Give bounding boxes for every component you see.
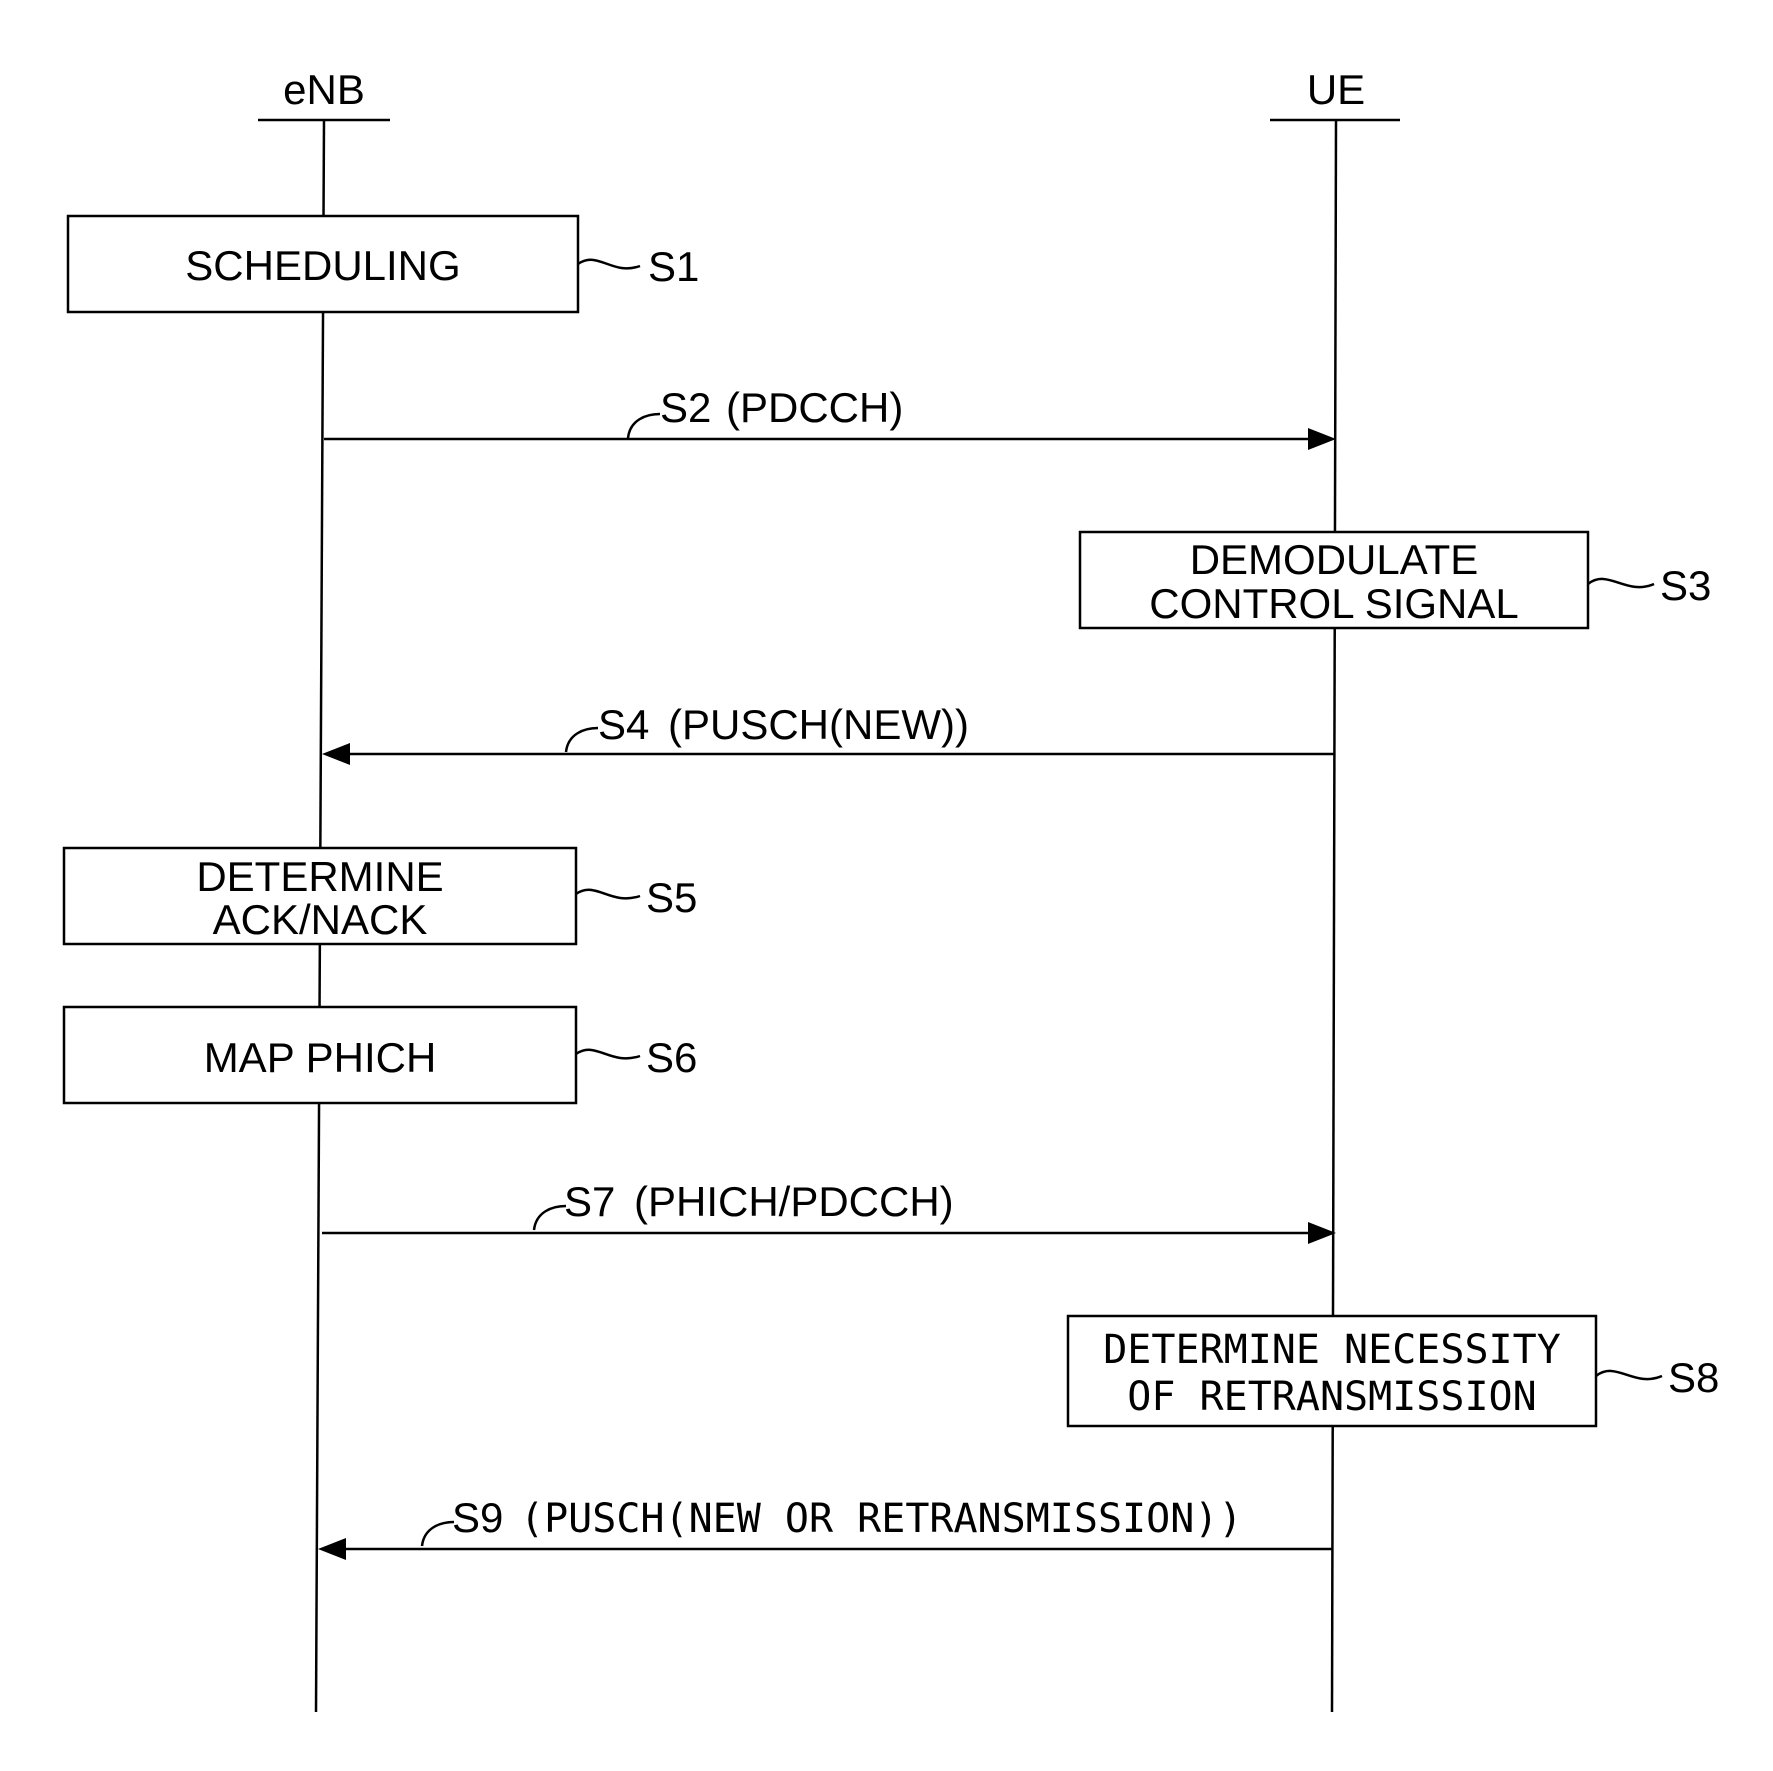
step-s7-id: S7	[564, 1178, 615, 1225]
step-s5-id: S5	[646, 874, 697, 921]
participant-enb-label: eNB	[283, 66, 365, 113]
step-s8-line2: OF RETRANSMISSION	[1127, 1374, 1536, 1420]
step-s7-arrowhead	[1308, 1222, 1336, 1244]
step-s3-line1: DEMODULATE	[1190, 536, 1479, 583]
step-s1-id: S1	[648, 243, 699, 290]
step-s5-line2: ACK/NACK	[213, 896, 428, 943]
step-s4-id: S4	[598, 701, 649, 748]
step-s1-leader	[578, 260, 640, 269]
step-s9-arrowhead	[318, 1538, 346, 1560]
step-s5-leader	[576, 890, 640, 899]
step-s9-id: S9	[452, 1494, 503, 1541]
step-s4-arrowhead	[322, 743, 350, 765]
step-s3-line2: CONTROL SIGNAL	[1149, 580, 1519, 627]
step-s6-leader	[576, 1050, 640, 1059]
step-s3-id: S3	[1660, 562, 1711, 609]
step-s8-leader	[1596, 1371, 1662, 1379]
step-s4-leader	[566, 728, 598, 752]
step-s8-line1: DETERMINE NECESSITY	[1103, 1327, 1561, 1373]
step-s2-text: (PDCCH)	[726, 384, 903, 431]
step-s2-arrowhead	[1308, 428, 1336, 450]
step-s7-text: (PHICH/PDCCH)	[634, 1178, 954, 1225]
step-s4-text: (PUSCH(NEW))	[668, 701, 969, 748]
step-s2-id: S2	[660, 384, 711, 431]
step-s6-id: S6	[646, 1034, 697, 1081]
step-s8-id: S8	[1668, 1354, 1719, 1401]
step-s9-text: (PUSCH(NEW OR RETRANSMISSION))	[520, 1496, 1242, 1542]
ue-lifeline	[1332, 120, 1336, 1712]
step-s9-leader	[422, 1522, 454, 1546]
step-s2-leader	[628, 414, 660, 438]
step-s5-line1: DETERMINE	[196, 853, 443, 900]
step-s6-text: MAP PHICH	[204, 1034, 437, 1081]
step-s7-leader	[534, 1206, 566, 1230]
step-s1-text: SCHEDULING	[185, 242, 460, 289]
step-s3-leader	[1588, 579, 1654, 587]
participant-ue-label: UE	[1307, 66, 1365, 113]
